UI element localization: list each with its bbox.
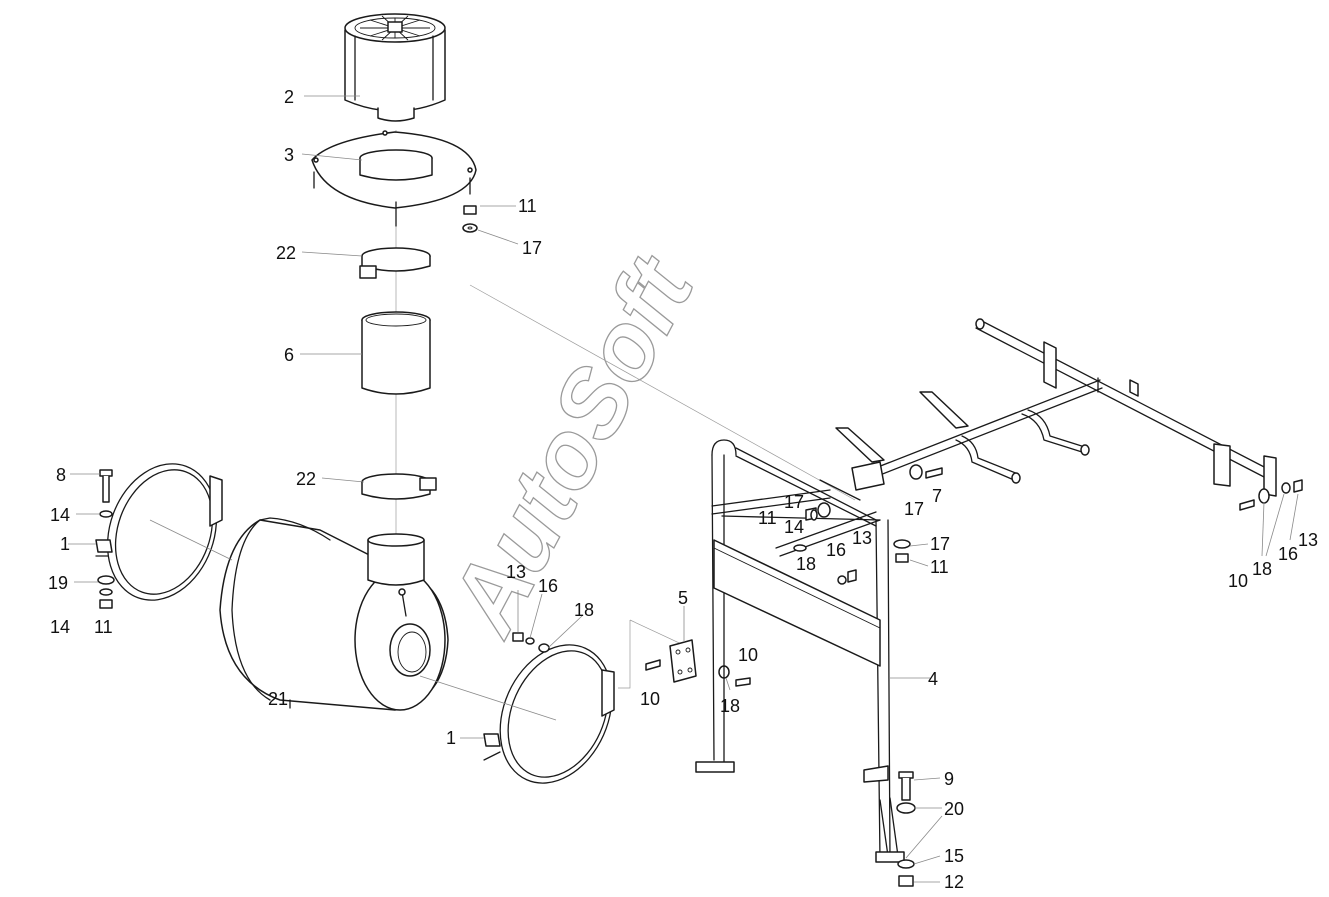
part-19-washer-left — [97, 575, 115, 585]
part-16-washer-far-right — [1281, 482, 1291, 494]
label-2: 2 — [284, 87, 294, 107]
part-15-washer-bottom — [897, 859, 915, 869]
label-17: 17 — [904, 499, 924, 519]
part-18-washer-mid — [538, 643, 550, 653]
label-10: 10 — [640, 689, 660, 709]
part-17-washer-frame-b — [893, 539, 911, 549]
part-10-bolt-right — [735, 677, 751, 687]
label-5: 5 — [678, 588, 688, 608]
part-14-lockwasher-left-bottom — [99, 588, 113, 596]
part-21-filter-housing — [219, 517, 449, 711]
part-16-washer-mid — [525, 637, 535, 645]
part-22-clamp-lower — [361, 473, 437, 500]
part-7-bolt — [925, 467, 943, 479]
part-5-bracket-plate — [669, 639, 697, 683]
label-12: 12 — [944, 872, 964, 892]
label-4: 4 — [928, 669, 938, 689]
part-17-washer-frame-c — [909, 464, 923, 480]
part-1-strap-left — [95, 463, 223, 601]
label-19: 19 — [48, 573, 68, 593]
label-16: 16 — [1278, 544, 1298, 564]
part-2-filter-cap — [344, 13, 446, 122]
label-14: 14 — [784, 517, 804, 537]
label-9: 9 — [944, 769, 954, 789]
label-10: 10 — [1228, 571, 1248, 591]
part-9-bolt-bottom — [898, 771, 914, 801]
part-22-clamp-top — [359, 247, 431, 279]
label-3: 3 — [284, 145, 294, 165]
part-17-washer-frame-a — [817, 502, 831, 518]
leader-lines — [68, 95, 1299, 883]
part-10-bolt-far-right — [1239, 499, 1255, 511]
label-10: 10 — [738, 645, 758, 665]
part-1-strap-right — [483, 644, 615, 784]
part-11-nut-left — [99, 599, 113, 609]
part-10-bolt-left — [645, 659, 661, 671]
label-16: 16 — [538, 576, 558, 596]
part-16-washer-frame — [837, 575, 847, 585]
part-13-nut-frame — [847, 569, 857, 583]
label-11: 11 — [94, 617, 113, 637]
label-6: 6 — [284, 345, 294, 365]
part-17-washer-top — [462, 223, 478, 233]
label-17: 17 — [522, 238, 542, 258]
label-20: 20 — [944, 799, 964, 819]
label-13: 13 — [506, 562, 526, 582]
label-13: 13 — [1298, 530, 1318, 550]
axis-to-bracket — [469, 284, 856, 501]
label-1: 1 — [60, 534, 70, 554]
part-4-frame-stand — [695, 439, 905, 863]
label-22: 22 — [296, 469, 316, 489]
label-7: 7 — [932, 486, 942, 506]
label-1: 1 — [446, 728, 456, 748]
label-18: 18 — [720, 696, 740, 716]
part-13-nut-far-right — [1293, 479, 1303, 493]
part-14-lockwasher-left-top — [99, 510, 113, 518]
part-18-washer-frame — [793, 544, 807, 552]
part-11-nut-top — [463, 205, 477, 215]
label-17: 17 — [784, 492, 804, 512]
part-8-bolt-left — [99, 469, 113, 503]
callout-labels: 2 3 11 17 22 6 22 8 14 1 19 14 11 21 13 … — [48, 87, 1318, 892]
watermark: AutoSoft — [427, 238, 716, 653]
part-11-nut-frame-b — [895, 553, 909, 563]
label-11: 11 — [518, 196, 537, 216]
label-13: 13 — [852, 528, 872, 548]
part-13-nut-mid — [512, 632, 524, 642]
label-17: 17 — [930, 534, 950, 554]
label-16: 16 — [826, 540, 846, 560]
part-18-washer-far-right — [1258, 488, 1270, 504]
part-3-mounting-plate — [311, 130, 477, 227]
label-22: 22 — [276, 243, 296, 263]
label-14: 14 — [50, 505, 70, 525]
label-14: 14 — [50, 617, 70, 637]
label-21: 21 — [268, 689, 288, 709]
label-11: 11 — [758, 508, 777, 528]
rear-rail-frame — [835, 318, 1277, 497]
label-11: 11 — [930, 557, 949, 577]
label-18: 18 — [574, 600, 594, 620]
label-18: 18 — [1252, 559, 1272, 579]
label-8: 8 — [56, 465, 66, 485]
part-12-nut-bottom — [898, 875, 914, 887]
part-6-hose — [361, 311, 431, 395]
label-15: 15 — [944, 846, 964, 866]
part-14-washer-frame — [810, 509, 818, 521]
part-20-washer-bottom — [896, 802, 916, 814]
watermark-text: AutoSoft — [428, 238, 716, 651]
label-18: 18 — [796, 554, 816, 574]
